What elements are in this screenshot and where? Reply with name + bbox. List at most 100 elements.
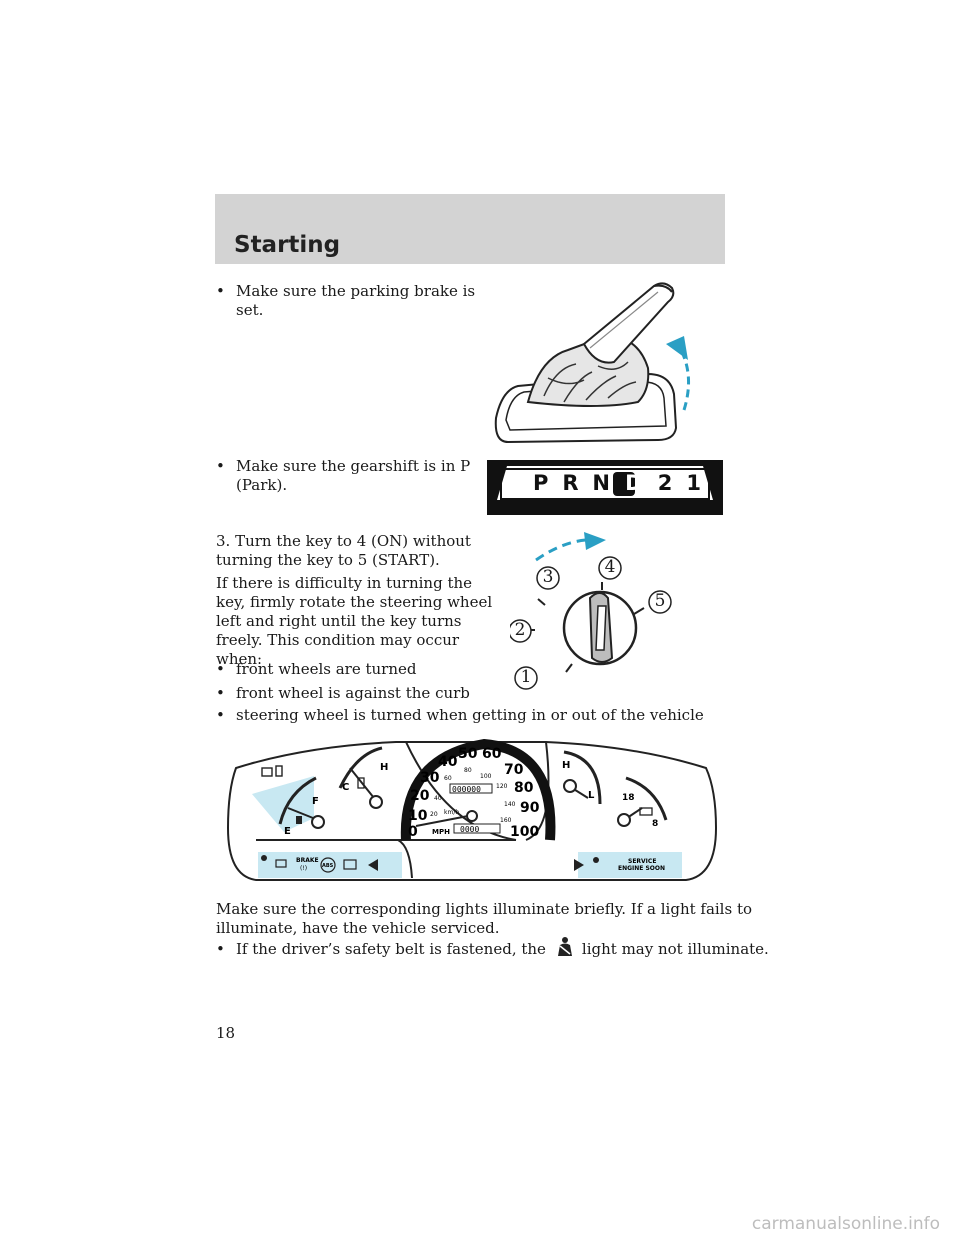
parking-brake-illustration [494,282,690,444]
kmh-80: 80 [464,767,472,774]
kmh-140: 140 [504,801,516,808]
after-cluster-line2: illuminate, have the vehicle serviced. [216,919,500,937]
header-band [215,194,725,264]
abs-icon [320,857,336,873]
bullet-marker: • [216,282,225,300]
kmh-60: 60 [444,775,452,782]
oil-high-label: H [562,760,570,771]
gear-d: D [625,471,643,495]
condition-item: • front wheel is against the curb [216,684,470,703]
mph-10: 10 [408,808,428,824]
mph-30: 30 [420,770,440,786]
step-3-line1: 3. Turn the key to 4 (ON) without [216,532,471,550]
difficulty-line: key, firmly rotate the steering wheel [216,593,493,611]
service-line2: ENGINE SOON [618,865,665,872]
step-3-line2: turning the key to 5 (START). [216,551,440,569]
ignition-switch-drawing [510,532,672,690]
odometer: 000000 [452,785,481,794]
fuel-empty-label: E [284,826,291,837]
battery-icon [639,807,653,816]
fuel-full-label: F [312,796,319,807]
difficulty-paragraph: If there is difficulty in turning the ke… [216,574,492,669]
difficulty-line: freely. This condition may occur [216,631,460,649]
fuel-pump-icon [296,816,302,824]
temp-hot-label: H [380,762,388,773]
ignition-position-1: 1 [520,667,532,687]
watermark[interactable]: carmanualsonline.info [751,1214,940,1234]
belt-note: • If the driver’s safety belt is fastene… [216,937,769,959]
oil-can-icon [261,767,273,777]
difficulty-line: left and right until the key turns [216,612,462,630]
airbag-icon [593,857,599,863]
gear-n: N [592,471,610,495]
gear-p: P [533,471,549,495]
gear-indicator-panel [487,460,723,515]
kmh-160: 160 [500,817,512,824]
right-warning-lights: SERVICE ENGINE SOON [574,857,665,872]
after-cluster-paragraph: Make sure the corresponding lights illum… [216,900,752,938]
gear-r: R [562,471,579,495]
volt-high-label: 18 [622,793,635,803]
left-warning-strip [258,852,402,878]
left-warning-lights: BRAKE (!) ABS [261,855,378,873]
temperature-gauge: H C [338,746,388,809]
kmh-100: 100 [480,773,492,780]
bullet-text-line1: Make sure the gearshift is in P [236,457,471,475]
bullet-text-line2: set. [236,301,264,319]
bullet-marker: • [216,706,225,724]
mph-0: 0 [408,824,418,840]
mph-60: 60 [482,746,502,762]
condition-text: steering wheel is turned when getting in… [236,706,704,724]
mph-70: 70 [504,762,524,778]
coolant-icon [275,765,283,777]
bullet-marker: • [216,457,225,475]
seatbelt-icon [557,937,572,956]
oil-pressure-gauge: H L [562,750,602,805]
brake-label: BRAKE [296,857,319,864]
kmh-40: 40 [434,795,442,802]
mph-50: 50 [458,746,478,762]
mph-90: 90 [520,800,540,816]
bullet-marker: • [216,940,225,958]
gear-letters: P R N D 2 1 [533,471,701,495]
seatbelt-icon [261,855,267,861]
belt-note-before: If the driver’s safety belt is fastened,… [236,940,546,958]
mph-unit: MPH [432,828,450,836]
temp-cold-label: C [342,782,349,793]
condition-text: front wheel is against the curb [236,684,470,702]
gear-2: 2 [657,471,673,495]
right-turn-arrow-icon [574,859,584,871]
ignition-switch-diagram: 1 2 3 4 5 [510,532,690,696]
kmh-20: 20 [430,811,438,818]
service-line1: SERVICE [628,858,656,865]
step-3: 3. Turn the key to 4 (ON) without turnin… [216,532,471,570]
battery-warning-icon [275,859,287,868]
abs-label: ABS [322,863,334,869]
instrument-cluster: F E H C 0 10 20 30 40 50 60 70 80 90 100… [226,738,718,881]
condition-item: • front wheels are turned [216,660,416,679]
right-warning-strip [578,852,682,878]
belt-note-after: light may not illuminate. [581,940,769,958]
ignition-position-3: 3 [542,567,554,587]
thermometer-icon [357,777,365,789]
bullet-text-line2: (Park). [236,476,288,494]
ignition-position-2: 2 [514,620,526,640]
brake-symbol: (!) [300,865,307,872]
gear-1: 1 [686,471,701,495]
bullet-text-line1: Make sure the parking brake is [236,282,476,300]
fuel-gauge: F E [261,765,325,837]
condition-text: front wheels are turned [236,660,417,678]
bullet-gearshift: • Make sure the gearshift is in P (Park)… [216,457,470,495]
left-turn-arrow-icon [368,859,378,871]
page-number: 18 [216,1024,236,1042]
voltmeter-gauge: 18 8 [617,776,668,829]
difficulty-line: If there is difficulty in turning the [216,574,473,592]
bullet-marker: • [216,660,225,678]
mph-40: 40 [438,754,458,770]
ignition-position-5: 5 [654,591,666,611]
mph-80: 80 [514,780,534,796]
section-title: Starting [234,232,341,258]
gear-indicator: P R N D 2 1 [487,460,723,515]
volt-low-label: 8 [652,819,658,829]
mph-100: 100 [510,824,539,840]
